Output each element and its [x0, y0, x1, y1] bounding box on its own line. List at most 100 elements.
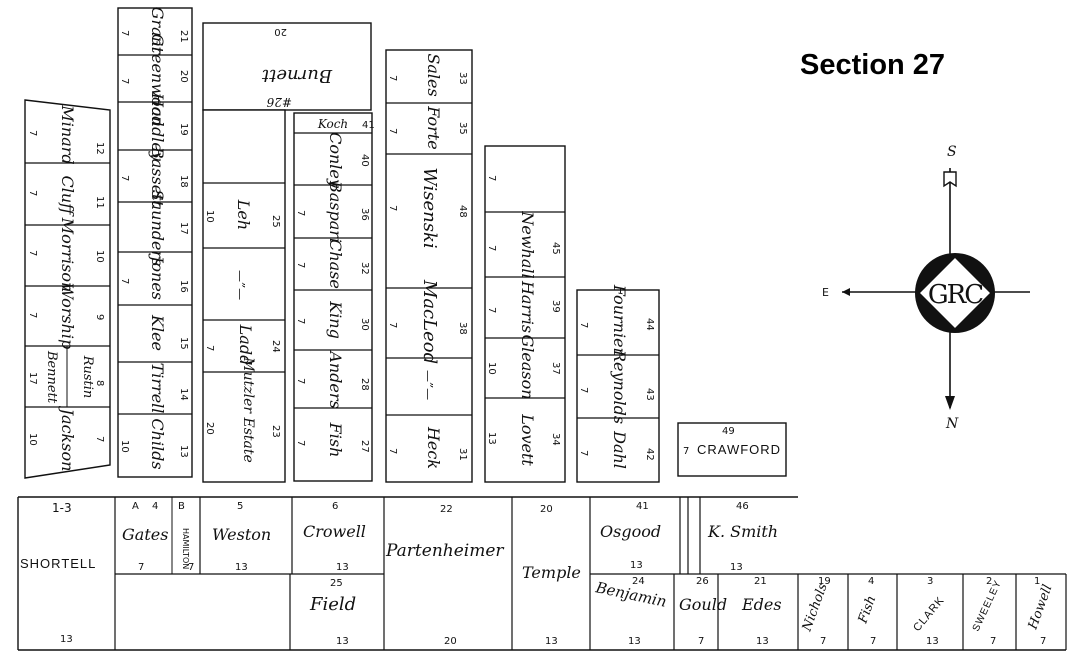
side-7: 7 [204, 345, 215, 351]
side-7: 7 [486, 245, 497, 251]
lot-nichols-name: Nichols [799, 581, 831, 634]
side-7: 7 [295, 210, 306, 216]
lot-dahl-number: 42 [644, 448, 655, 461]
lot-saunders-name: Saunders [148, 190, 167, 267]
side-7: 7 [387, 75, 398, 81]
lot-nichols-number: 19 [818, 576, 831, 587]
side-7: 7 [27, 130, 38, 136]
lot-cluff-name: Cluff [58, 176, 77, 218]
side-7: 7 [295, 318, 306, 324]
lot-jackson-number: 7 [94, 436, 105, 442]
lot-partenheimer-name: Partenheimer [385, 541, 504, 561]
column-1-outline [24, 99, 111, 479]
side-7: 7 [119, 175, 130, 181]
column-6: Newhall 45 Harris 39 Gleason 37 Lovett 3… [484, 145, 566, 483]
lot-wisenski-name: Wisenski [419, 167, 440, 248]
side-7: 7 [990, 636, 996, 647]
lot-edes-number: 21 [754, 576, 767, 587]
side-7: 7 [578, 322, 589, 328]
lot-crowell-name: Crowell [303, 522, 366, 541]
lot-weston-number: 5 [237, 501, 243, 512]
side-13: 13 [730, 562, 743, 573]
lot-anders-number: 28 [359, 378, 370, 391]
column-5: Sales 33 Forte 35 Wisenski 48 MacLeod 38… [385, 49, 473, 483]
lot-worship-number: 9 [94, 314, 105, 320]
lot-rustin-name: Rustin [80, 355, 95, 399]
side-13: 13 [486, 432, 497, 445]
column-7-outline [576, 289, 660, 483]
lot-minard-name: Minard [58, 104, 77, 164]
lot-bassett-number: 18 [178, 175, 189, 188]
lot-26-label: #26 [266, 95, 292, 109]
side-13: 13 [630, 560, 643, 571]
lot-lovett-name: Lovett [518, 413, 537, 466]
side-10: 10 [204, 210, 215, 223]
compass-emblem: GRC [928, 280, 983, 310]
lot-crawford-name: CRAWFORD [697, 442, 781, 457]
side-7: 7 [870, 636, 876, 647]
side-7: 7 [578, 387, 589, 393]
side-7: 7 [295, 262, 306, 268]
lot-greenwood-name: Greenwood [148, 34, 167, 127]
lot-dahl-name: Dahl [610, 430, 629, 469]
compass-arrowhead-icon [945, 396, 955, 410]
lot-partenheimer-number: 22 [440, 504, 453, 515]
lot-cluff-number: 11 [94, 196, 105, 209]
lot-howell-number: 1 [1034, 576, 1040, 587]
lot-gleason-name: Gleason [518, 334, 537, 399]
lot-osgood-number: 41 [636, 501, 649, 512]
column-4: Koch 41 Conley 40 Baspari 36 Chase 32 Ki… [293, 112, 375, 482]
lot-tirrell-number: 14 [178, 388, 189, 401]
lot-childs-name: Childs [148, 418, 167, 469]
lot-clark-number: 3 [927, 576, 933, 587]
compass-feather-icon [943, 171, 957, 188]
lot-forte-number: 35 [457, 122, 468, 135]
lot-gleason-number: 37 [550, 362, 561, 375]
lot-weston-name: Weston [212, 525, 271, 544]
lot-handley-name: Handley [148, 92, 167, 162]
side-13: 13 [60, 634, 73, 645]
lot-fournier-number: 44 [644, 318, 655, 331]
lot-reynolds-number: 43 [644, 388, 655, 401]
column-2: Grant 21 Greenwood 20 Handley 19 Bassett… [117, 7, 193, 478]
lot-temple-number: 20 [540, 504, 553, 515]
bottom-block: 1-3 SHORTELL 13 A 4 B Gates HAMILTON 7 7… [17, 496, 1067, 651]
lot-morrison-name: Morrison [58, 217, 77, 293]
side-7: 7 [119, 78, 130, 84]
lot-king-name: King [326, 300, 345, 339]
side-13: 13 [926, 636, 939, 647]
lot-baspari-number: 36 [359, 208, 370, 221]
lot-wisenski-number: 48 [457, 205, 468, 218]
side-7: 7 [119, 30, 130, 36]
lot-worship-name: Worship [58, 283, 77, 350]
lot-conley-number: 40 [359, 154, 370, 167]
lot-jones-number: 16 [178, 280, 189, 293]
lot-fish-v-number: 27 [359, 440, 370, 453]
side-7: 7 [387, 205, 398, 211]
lot-leh-name: Leh [234, 199, 253, 230]
lot-chase-number: 32 [359, 262, 370, 275]
lot-newhall-name: Newhall [518, 210, 537, 278]
side-7: 7 [698, 636, 704, 647]
lot-bennett-name: Bennett [44, 350, 59, 404]
lot-gould-name: Gould [679, 595, 727, 614]
side-7: 7 [486, 307, 497, 313]
lot-fish-b-number: 4 [868, 576, 874, 587]
lot-howell-name: Howell [1025, 583, 1055, 633]
lot-macleod-name: MacLeod [419, 279, 440, 364]
lot-harris-number: 39 [550, 300, 561, 313]
side-13: 13 [336, 562, 349, 573]
lot-leh-number: 25 [270, 215, 281, 228]
lot-minard-number: 12 [94, 142, 105, 155]
lot-benjamin-name: Benjamin [593, 578, 668, 611]
lot-chase-name: Chase [326, 239, 345, 289]
lot-bassett-name: Bassett [148, 146, 167, 208]
lot-gould-number: 26 [696, 576, 709, 587]
lot-macleod-continued: —”— [421, 370, 435, 400]
side-7: 7 [1040, 636, 1046, 647]
compass-east-label: E [822, 286, 829, 299]
lot-shortell-name: SHORTELL [20, 556, 96, 571]
side-7: 7 [295, 378, 306, 384]
column-6-outline [484, 145, 566, 483]
lot-harris-name: Harris [518, 280, 537, 333]
